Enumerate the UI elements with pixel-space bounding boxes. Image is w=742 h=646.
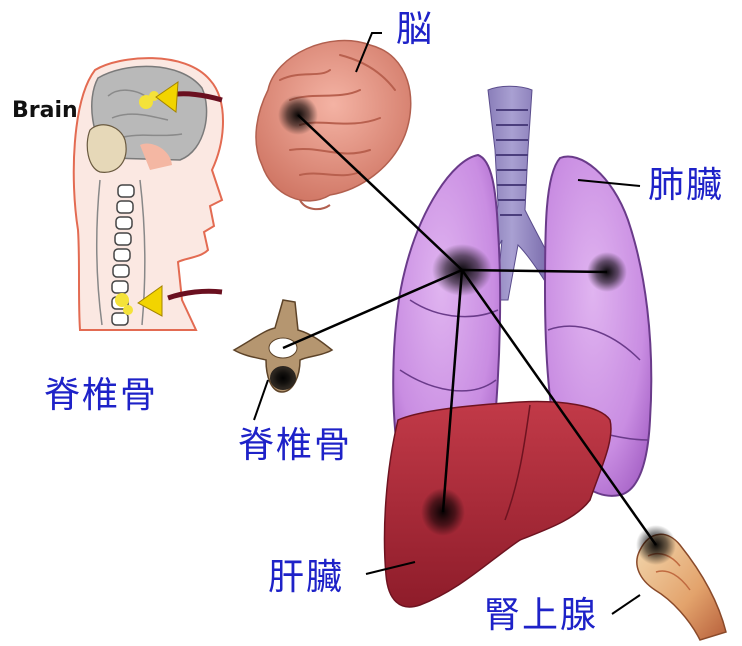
vertebra-metastasis <box>272 368 294 388</box>
label-lung: 肺臟 <box>648 168 724 204</box>
leader-spine <box>254 380 268 420</box>
leader-adrenal <box>612 595 640 614</box>
vertebra <box>234 300 332 392</box>
head-inset <box>74 58 223 330</box>
inset-cerebellum <box>87 125 126 173</box>
label-adrenal: 腎上腺 <box>484 598 598 634</box>
inset-brain-word: Brain <box>12 100 78 122</box>
inset-caption-spine: 脊椎骨 <box>44 378 158 414</box>
adrenal-gland <box>636 525 726 640</box>
label-spine: 脊椎骨 <box>238 428 352 464</box>
label-liver: 肝臟 <box>268 560 344 596</box>
label-brain: 脳 <box>396 12 434 48</box>
inset-spine-tumor <box>115 293 129 307</box>
brain-organ <box>256 41 411 210</box>
